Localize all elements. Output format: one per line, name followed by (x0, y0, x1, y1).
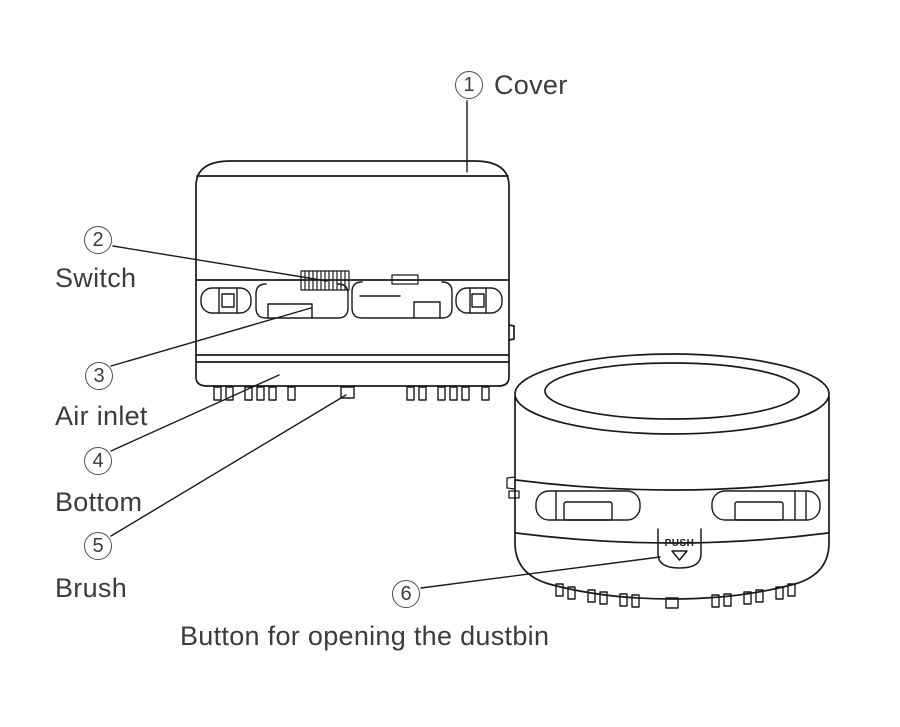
cover-inner-ellipse (544, 362, 800, 420)
dustbin-push-button: PUSH (657, 528, 702, 569)
callout-switch-label: Switch (55, 263, 137, 293)
callout-cover-number: 1 (455, 71, 483, 99)
bottom-brush-teeth-perspective (555, 583, 796, 609)
left-vent-slot (200, 287, 252, 314)
push-arrow-icon (671, 550, 688, 561)
vacuum-side-view (195, 160, 515, 401)
leader-dustbin-button (420, 556, 661, 589)
callout-brush-label: Brush (55, 573, 128, 603)
cover-top-ellipse (514, 353, 830, 435)
vacuum-perspective-view: PUSH (506, 353, 830, 609)
callout-switch-number: 2 (84, 226, 112, 254)
band-upper-curve (515, 479, 829, 491)
air-inlet-slot (255, 283, 349, 319)
callout-air-inlet-label: Air inlet (55, 401, 148, 431)
leader-bottom (110, 374, 280, 452)
callout-dustbin-button-label: Button for opening the dustbin (180, 621, 550, 651)
push-button-label: PUSH (665, 538, 695, 549)
leader-switch (112, 245, 328, 282)
callout-air-inlet-number: 3 (85, 362, 113, 390)
body-outline (514, 396, 830, 600)
left-band-slot (535, 490, 641, 521)
leader-brush (110, 394, 347, 537)
callout-brush-number: 5 (84, 532, 112, 560)
center-brush-tooth (340, 386, 355, 399)
cover-outline (195, 160, 510, 387)
left-clip-detail (506, 476, 520, 499)
bottom-brush-teeth (213, 386, 490, 401)
leader-lines (110, 100, 661, 589)
callout-bottom-number: 4 (84, 447, 112, 475)
band-lower-curve (515, 532, 829, 544)
side-port (508, 324, 515, 341)
callout-bottom-label: Bottom (55, 487, 143, 517)
leader-air-inlet (110, 307, 312, 367)
callout-cover-label: Cover (494, 70, 568, 100)
right-vent-slot (455, 287, 503, 314)
right-band-slot (711, 490, 821, 521)
callout-dustbin-button-number: 6 (392, 580, 420, 608)
center-right-slot (351, 281, 453, 319)
